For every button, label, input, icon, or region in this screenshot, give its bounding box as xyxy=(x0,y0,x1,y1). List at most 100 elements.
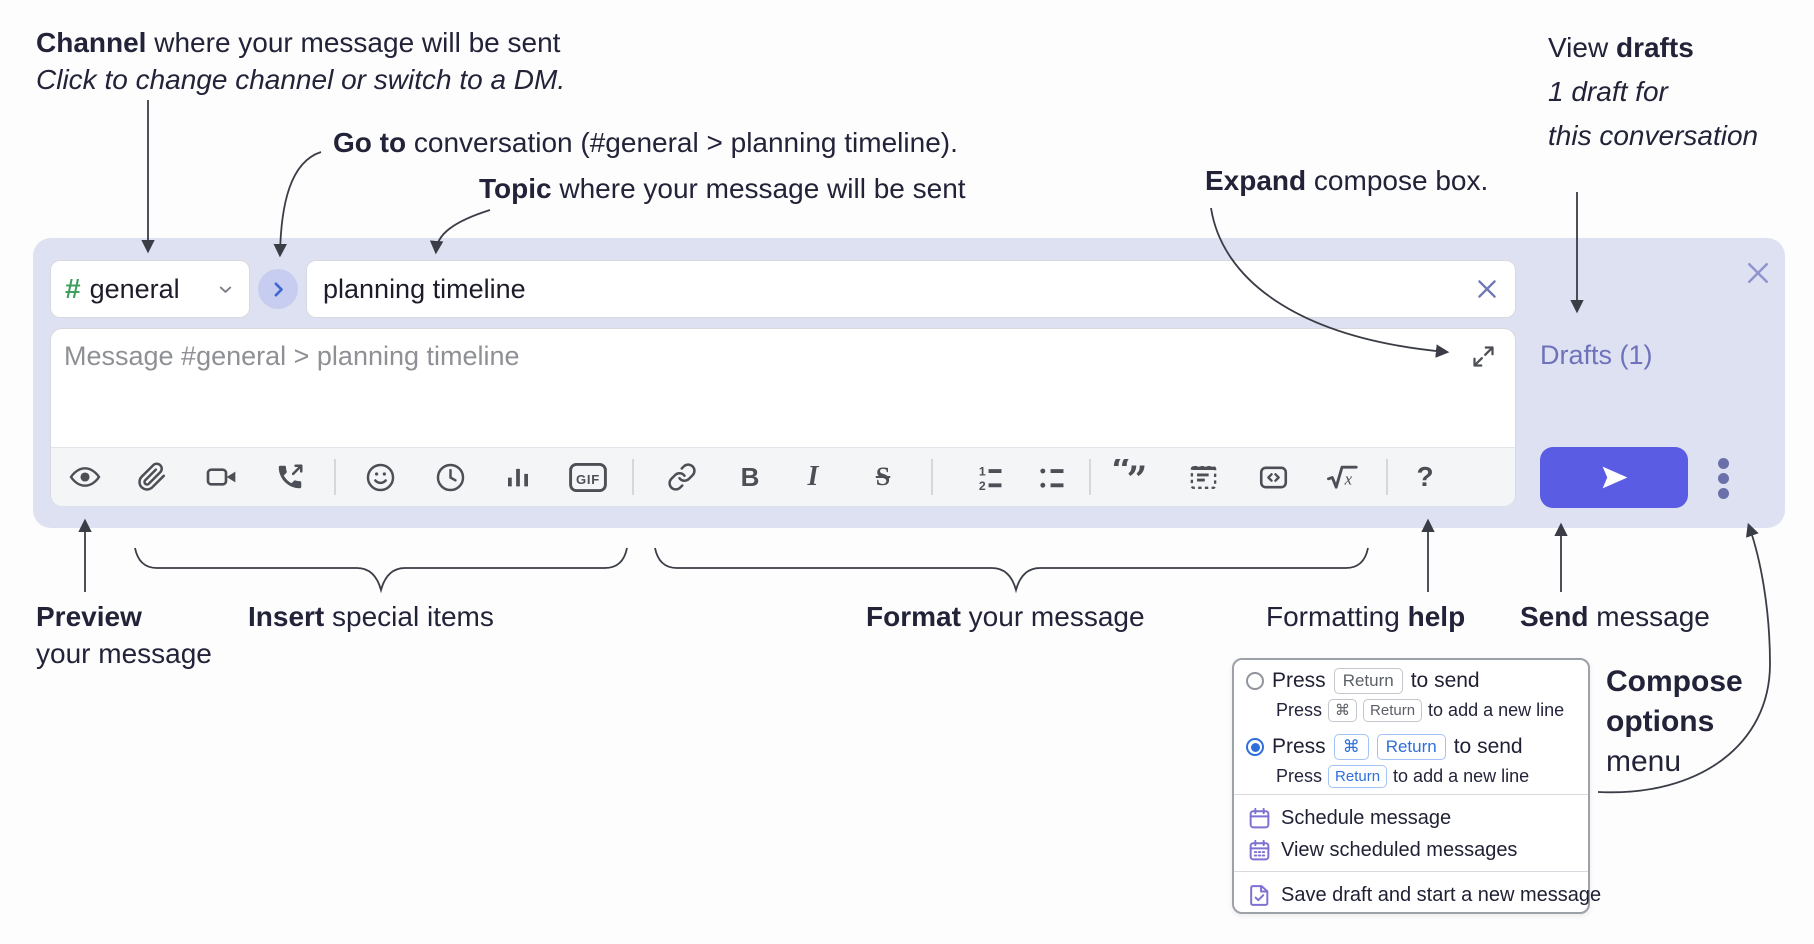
recent-items-button[interactable] xyxy=(430,456,470,498)
italic-button[interactable]: I xyxy=(793,456,833,498)
annotation-view-drafts: View drafts 1 draft for this conversatio… xyxy=(1548,32,1759,151)
paperclip-icon xyxy=(138,462,166,491)
annotation-topic: Topic where your message will be sent xyxy=(479,173,966,204)
smiley-icon xyxy=(366,463,394,491)
annotation-insert: Insert special items xyxy=(248,601,494,632)
channel-name: general xyxy=(89,273,180,304)
attach-file-button[interactable] xyxy=(132,456,172,498)
compose-options-button[interactable] xyxy=(1706,455,1740,501)
code-block-button[interactable] xyxy=(1183,456,1223,498)
toolbar-divider xyxy=(1386,459,1388,495)
channel-selector[interactable]: # general xyxy=(50,260,250,318)
kebab-dot xyxy=(1717,457,1729,469)
quote-icon: “” xyxy=(1111,459,1146,495)
annotation-channel-rest: where your message will be sent xyxy=(146,27,561,58)
close-compose-button[interactable] xyxy=(1742,257,1774,289)
return-key-chip: Return xyxy=(1363,698,1423,722)
code-block-icon xyxy=(1190,465,1216,489)
toolbar-divider xyxy=(931,459,933,495)
send-plane-icon xyxy=(1602,466,1627,489)
bold-button[interactable]: B xyxy=(730,456,770,498)
annotation-channel-sub: Click to change channel or switch to a D… xyxy=(36,64,566,95)
return-key-chip: Return xyxy=(1333,668,1403,694)
kebab-dot xyxy=(1717,487,1729,499)
annotation-channel-bold: Channel xyxy=(36,27,147,58)
question-mark-icon: ? xyxy=(1416,461,1434,492)
return-key-chip: Return xyxy=(1328,764,1388,788)
calendar-icon xyxy=(1247,806,1272,831)
send-button[interactable] xyxy=(1540,447,1688,508)
code-icon xyxy=(1259,466,1287,488)
expand-icon xyxy=(1472,345,1494,367)
save-draft-icon xyxy=(1247,883,1272,908)
toolbar-divider xyxy=(334,459,336,495)
go-to-conversation-button[interactable] xyxy=(258,269,298,309)
formula-icon: x xyxy=(1327,465,1358,489)
send-option-cmd-return-sub: Press Return to add a new line xyxy=(1276,764,1530,788)
channel-hash-icon: # xyxy=(65,273,81,304)
annotation-formatting-help: Formatting help xyxy=(1266,601,1466,632)
ordered-list-icon: 12 xyxy=(978,464,1001,492)
svg-text:1: 1 xyxy=(978,464,985,478)
annotation-preview: Preview your message xyxy=(36,601,212,669)
inline-code-button[interactable] xyxy=(1253,456,1293,498)
kebab-dot xyxy=(1717,472,1729,484)
topic-input[interactable] xyxy=(307,273,1467,305)
chevron-down-icon xyxy=(216,280,235,299)
calendar-dots-icon xyxy=(1247,838,1272,863)
clock-icon xyxy=(436,463,464,491)
menu-item-schedule[interactable]: Schedule message xyxy=(1247,803,1451,833)
chevron-right-icon xyxy=(268,279,289,300)
audio-clip-button[interactable] xyxy=(270,456,310,498)
bold-icon: B xyxy=(740,461,760,492)
svg-text:“: “ xyxy=(1111,459,1132,492)
expand-compose-button[interactable] xyxy=(1463,336,1503,376)
formatting-help-button[interactable]: ? xyxy=(1405,456,1445,498)
menu-item-view-scheduled[interactable]: View scheduled messages xyxy=(1247,835,1517,865)
bulleted-list-icon xyxy=(1039,468,1063,488)
svg-text:2: 2 xyxy=(978,478,985,492)
menu-divider xyxy=(1234,794,1588,795)
toolbar-divider xyxy=(1089,459,1091,495)
svg-text:”: ” xyxy=(1127,459,1146,495)
compose-options-menu: Press Return to send Press ⌘ Return to a… xyxy=(1232,658,1601,914)
close-icon xyxy=(1748,263,1768,283)
brace-insert xyxy=(134,547,628,594)
topic-clear-button[interactable] xyxy=(1467,269,1507,309)
gif-icon: GIF xyxy=(569,462,607,492)
formula-button[interactable]: x xyxy=(1318,456,1366,498)
preview-button[interactable] xyxy=(65,456,105,498)
radio-selected-icon[interactable] xyxy=(1246,738,1264,756)
link-icon xyxy=(668,463,696,491)
link-button[interactable] xyxy=(662,456,702,498)
annotation-go-to: Go to conversation (#general > planning … xyxy=(333,127,958,158)
phone-forward-icon xyxy=(278,464,303,489)
eye-icon xyxy=(69,467,101,487)
drafts-link[interactable]: Drafts (1) xyxy=(1540,340,1653,370)
return-key-chip: Return xyxy=(1376,734,1446,760)
italic-icon: I xyxy=(807,461,819,492)
svg-text:GIF: GIF xyxy=(576,472,600,487)
annotation-send: Send message xyxy=(1520,601,1710,632)
poll-button[interactable] xyxy=(498,456,538,498)
annotation-format: Format your message xyxy=(866,601,1145,632)
formatting-toolbar xyxy=(51,447,1515,506)
brace-format xyxy=(654,547,1369,594)
gif-button[interactable]: GIF xyxy=(563,456,613,498)
strikethrough-button[interactable]: S xyxy=(863,456,903,498)
menu-item-save-draft[interactable]: Save draft and start a new message xyxy=(1247,880,1601,910)
bulleted-list-button[interactable] xyxy=(1032,456,1072,498)
send-option-return[interactable]: Press Return to send xyxy=(1246,666,1480,696)
send-option-cmd-return[interactable]: Press ⌘ Return to send xyxy=(1246,732,1523,762)
annotation-channel: Channel where your message will be sent … xyxy=(36,24,565,98)
cmd-key-chip: ⌘ xyxy=(1333,734,1369,760)
emoji-button[interactable] xyxy=(360,456,400,498)
video-clip-button[interactable] xyxy=(202,456,242,498)
svg-text:x: x xyxy=(1344,469,1353,488)
radio-unselected-icon[interactable] xyxy=(1246,672,1264,690)
blockquote-button[interactable]: “” xyxy=(1105,456,1151,498)
cmd-key-chip: ⌘ xyxy=(1328,698,1358,722)
annotation-expand: Expand compose box. xyxy=(1205,165,1489,196)
